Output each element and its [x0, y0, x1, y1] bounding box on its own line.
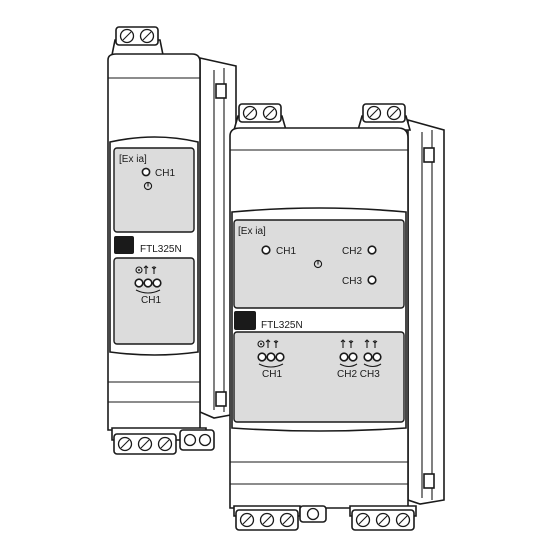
small-channel-symbols-icon [135, 265, 157, 274]
large-bottom-terminal-left [233, 505, 327, 531]
small-ex-label: [Ex ia] [119, 154, 147, 165]
large-led-ch3 [367, 275, 377, 285]
large-led-ch2 [367, 245, 377, 255]
large-power-icon [313, 259, 323, 269]
small-power-icon [143, 181, 153, 191]
large-ch1-terminal-leds [257, 352, 285, 368]
large-model-label: FTL325N [261, 320, 303, 331]
large-led-ch2-label: CH2 [342, 246, 362, 257]
large-ex-label: [Ex ia] [238, 226, 266, 237]
large-ch2-ch3-symbols-icon [340, 339, 378, 348]
small-module: [Ex ia] CH1 FTL325N CH1 [107, 26, 237, 455]
large-led-ch1-label: CH1 [276, 246, 296, 257]
small-led-ch1-label: CH1 [155, 168, 175, 179]
small-led-ch1 [141, 167, 151, 177]
large-led-ch3-label: CH3 [342, 276, 362, 287]
small-bottom-terminal [111, 427, 215, 455]
small-upper-panel [113, 147, 195, 233]
large-top-terminal-right [356, 103, 412, 131]
large-bottom-ch2-ch3: CH2 CH3 [337, 369, 380, 380]
large-bottom-terminal-right [349, 505, 417, 531]
large-module-side [407, 118, 445, 505]
small-top-terminal [111, 26, 164, 56]
small-terminal-leds [134, 278, 162, 294]
large-model-tab [234, 311, 256, 330]
small-model-label: FTL325N [140, 244, 182, 255]
large-bottom-ch1: CH1 [262, 369, 282, 380]
large-top-terminal-left [232, 103, 288, 131]
large-ch1-symbols-icon [257, 339, 279, 348]
large-ch2-ch3-terminal-leds [339, 352, 382, 368]
small-bottom-ch1: CH1 [141, 295, 161, 306]
small-model-tab [114, 236, 134, 254]
large-led-ch1 [261, 245, 271, 255]
small-lower-panel [113, 257, 195, 345]
large-module: [Ex ia] CH1 CH2 CH3 FTL325N CH1 [229, 103, 445, 531]
large-upper-panel [233, 219, 405, 309]
